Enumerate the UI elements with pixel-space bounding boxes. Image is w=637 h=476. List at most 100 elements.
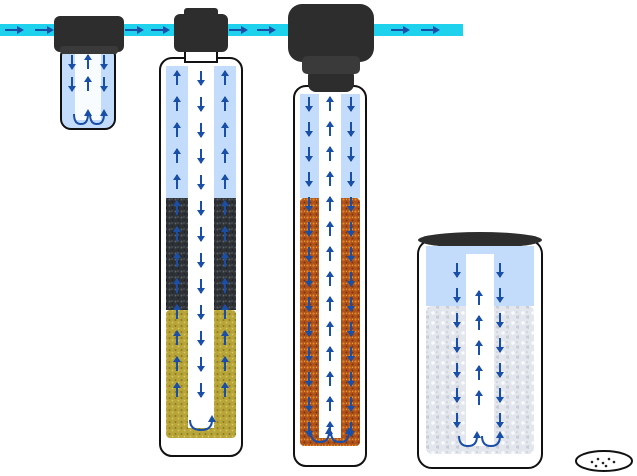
down-arrow-icon <box>453 338 461 353</box>
down-arrow-icon <box>347 272 355 287</box>
down-arrow-icon <box>197 279 205 294</box>
up-arrow-icon <box>475 290 483 305</box>
up-arrow-icon <box>221 70 229 85</box>
up-arrow-icon <box>326 371 334 386</box>
up-arrow-icon <box>221 278 229 293</box>
up-arrow-icon <box>326 396 334 411</box>
down-arrow-icon <box>197 71 205 86</box>
right-arrow-icon <box>421 26 440 34</box>
up-arrow-icon <box>173 252 181 267</box>
up-arrow-icon <box>326 146 334 161</box>
down-arrow-icon <box>496 313 504 328</box>
right-arrow-icon <box>257 26 276 34</box>
down-arrow-icon <box>197 227 205 242</box>
right-arrow-icon <box>151 26 170 34</box>
down-arrow-icon <box>347 372 355 387</box>
down-arrow-icon <box>305 272 313 287</box>
up-arrow-icon <box>475 315 483 330</box>
down-arrow-icon <box>197 253 205 268</box>
down-arrow-icon <box>347 147 355 162</box>
right-arrow-icon <box>125 26 144 34</box>
up-arrow-icon <box>221 122 229 137</box>
up-arrow-icon <box>326 171 334 186</box>
down-arrow-icon <box>305 97 313 112</box>
up-arrow-icon <box>173 200 181 215</box>
down-arrow-icon <box>347 122 355 137</box>
tank2-valve-collar <box>302 56 360 74</box>
right-arrow-icon <box>229 26 248 34</box>
down-arrow-icon <box>347 297 355 312</box>
brine-tank-lid <box>418 232 542 248</box>
up-arrow-icon <box>84 54 92 69</box>
down-arrow-icon <box>305 147 313 162</box>
up-arrow-icon <box>326 321 334 336</box>
up-arrow-icon <box>173 304 181 319</box>
up-arrow-icon <box>221 200 229 215</box>
up-arrow-icon <box>326 196 334 211</box>
up-arrow-icon <box>475 390 483 405</box>
down-arrow-icon <box>305 172 313 187</box>
down-arrow-icon <box>305 222 313 237</box>
down-arrow-icon <box>496 413 504 428</box>
tank2-riser-tube <box>319 92 341 438</box>
u-turn-arrow-icon <box>189 415 216 432</box>
down-arrow-icon <box>197 175 205 190</box>
down-arrow-icon <box>347 247 355 262</box>
up-arrow-icon <box>221 96 229 111</box>
down-arrow-icon <box>453 288 461 303</box>
down-arrow-icon <box>347 222 355 237</box>
u-turn-arrow-icon <box>89 109 108 126</box>
down-arrow-icon <box>197 305 205 320</box>
up-arrow-icon <box>326 96 334 111</box>
down-arrow-icon <box>453 413 461 428</box>
up-arrow-icon <box>173 278 181 293</box>
down-arrow-icon <box>453 313 461 328</box>
down-arrow-icon <box>305 247 313 262</box>
up-arrow-icon <box>84 76 92 91</box>
up-arrow-icon <box>221 330 229 345</box>
up-arrow-icon <box>173 226 181 241</box>
down-arrow-icon <box>347 172 355 187</box>
down-arrow-icon <box>197 97 205 112</box>
down-arrow-icon <box>197 201 205 216</box>
up-arrow-icon <box>221 148 229 163</box>
down-arrow-icon <box>305 122 313 137</box>
tank2-valve-head <box>288 4 374 62</box>
up-arrow-icon <box>173 122 181 137</box>
down-arrow-icon <box>347 322 355 337</box>
u-turn-arrow-icon <box>330 427 353 444</box>
down-arrow-icon <box>347 197 355 212</box>
down-arrow-icon <box>305 372 313 387</box>
up-arrow-icon <box>173 96 181 111</box>
up-arrow-icon <box>475 340 483 355</box>
up-arrow-icon <box>326 296 334 311</box>
right-arrow-icon <box>5 26 24 34</box>
down-arrow-icon <box>68 55 76 70</box>
pipe-flow-arrows <box>5 26 440 34</box>
down-arrow-icon <box>496 288 504 303</box>
down-arrow-icon <box>347 397 355 412</box>
up-arrow-icon <box>221 356 229 371</box>
down-arrow-icon <box>496 363 504 378</box>
down-arrow-icon <box>305 322 313 337</box>
down-arrow-icon <box>197 331 205 346</box>
down-arrow-icon <box>496 338 504 353</box>
down-arrow-icon <box>496 388 504 403</box>
up-arrow-icon <box>221 174 229 189</box>
up-arrow-icon <box>221 226 229 241</box>
up-arrow-icon <box>475 365 483 380</box>
down-arrow-icon <box>197 123 205 138</box>
down-arrow-icon <box>347 97 355 112</box>
tank1-valve-head <box>174 14 228 52</box>
down-arrow-icon <box>496 263 504 278</box>
up-arrow-icon <box>326 246 334 261</box>
down-arrow-icon <box>347 347 355 362</box>
up-arrow-icon <box>173 382 181 397</box>
up-arrow-icon <box>221 382 229 397</box>
up-arrow-icon <box>173 330 181 345</box>
up-arrow-icon <box>173 356 181 371</box>
down-arrow-icon <box>305 197 313 212</box>
up-arrow-icon <box>326 271 334 286</box>
